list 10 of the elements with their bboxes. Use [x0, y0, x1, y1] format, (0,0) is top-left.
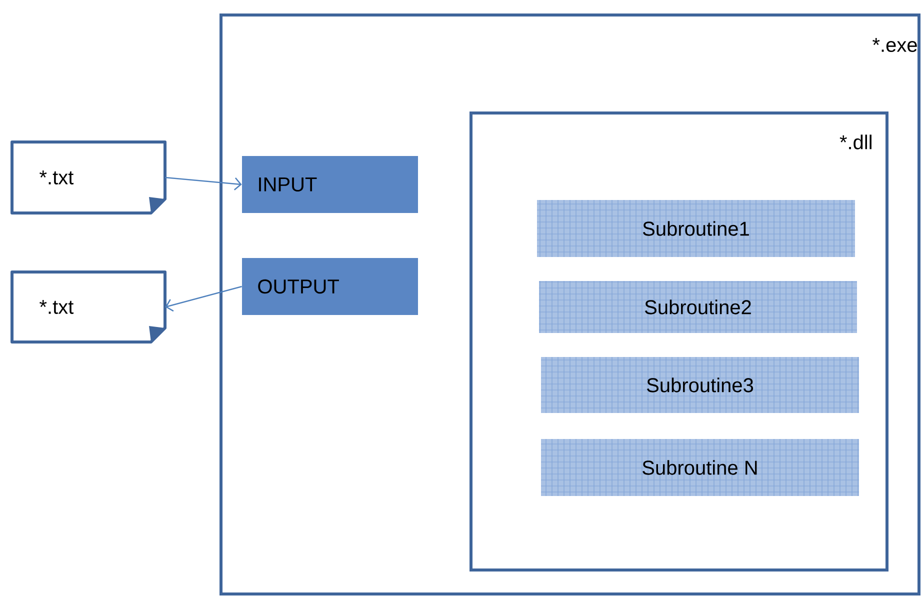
subroutine-box: Subroutine N	[540, 438, 860, 496]
port-box: OUTPUT	[242, 258, 418, 315]
arrow	[165, 286, 242, 312]
port-box: INPUT	[242, 156, 418, 213]
document-box: *.txt	[10, 270, 166, 344]
subroutine-box: Subroutine1	[536, 200, 856, 258]
arrow	[165, 176, 242, 190]
document-box: *.txt	[10, 140, 166, 214]
subroutine-box: Subroutine2	[538, 280, 858, 334]
subroutine-box: Subroutine3	[540, 356, 860, 414]
